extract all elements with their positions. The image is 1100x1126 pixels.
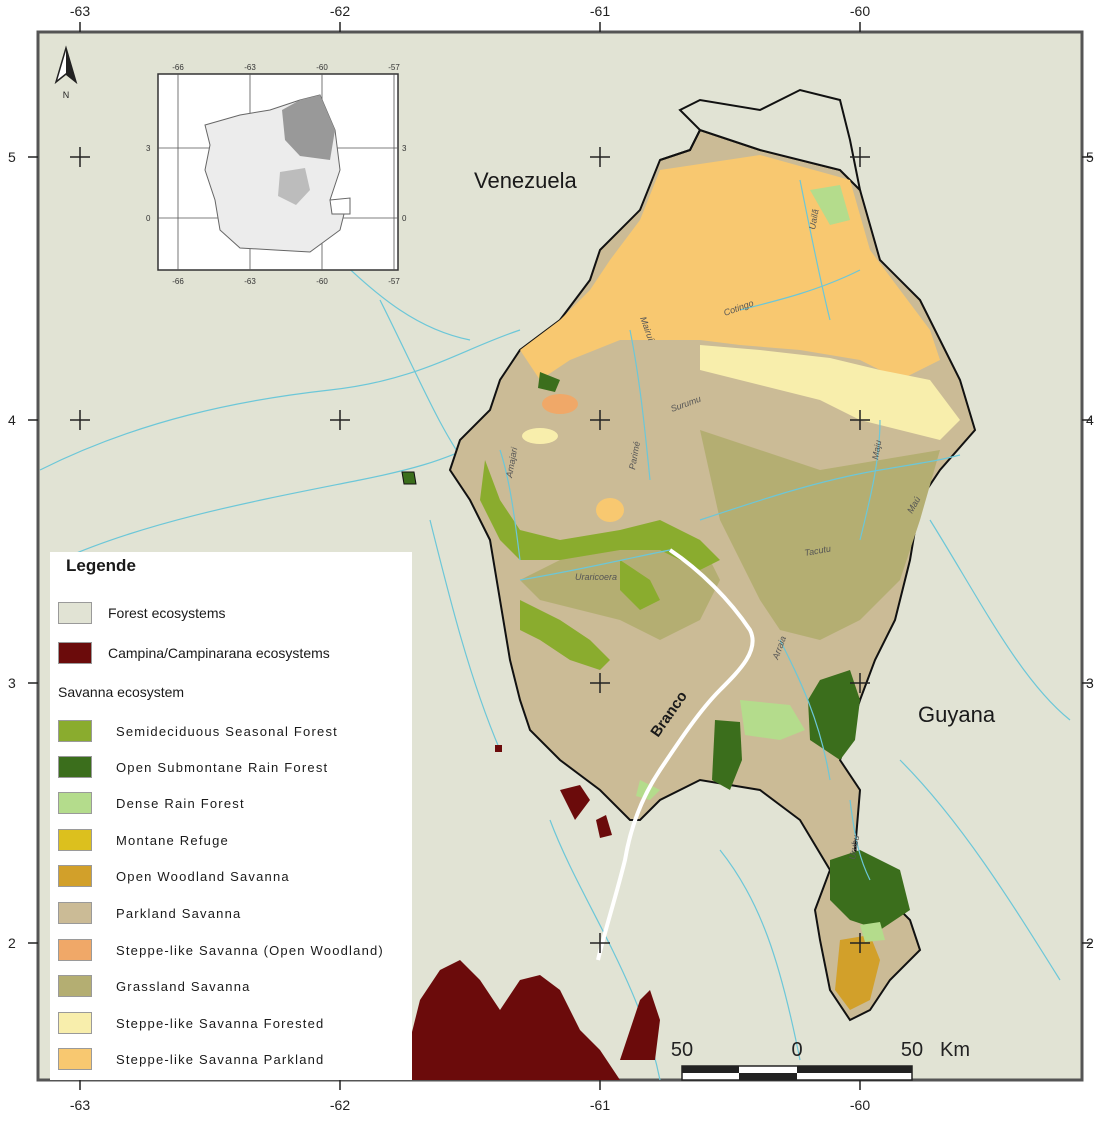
legend-swatch <box>58 792 92 814</box>
label-uaila: Uailã <box>807 208 820 230</box>
legend-swatch <box>58 1012 92 1034</box>
legend-swatch <box>58 902 92 924</box>
legend-item-open-woodland: Open Woodland Savanna <box>58 863 290 889</box>
river-labels: Uraricoera Tacutu Surumu Cotingo Uailã M… <box>504 208 923 860</box>
scale-unit: Km <box>940 1039 970 1061</box>
legend-label: Grassland Savanna <box>116 978 251 994</box>
inset-left-1: 0 <box>146 214 151 223</box>
bottom-tick-2: -61 <box>590 1097 610 1113</box>
right-tick-2: 3 <box>1086 675 1094 691</box>
label-maju: Maju <box>870 439 883 460</box>
label-urubu: Urubu <box>847 834 861 860</box>
legend-item-forest: Forest ecosystems <box>58 600 225 626</box>
legend-swatch <box>58 939 92 961</box>
legend-label: Forest ecosystems <box>108 605 226 621</box>
legend-item-campina: Campina/Campinarana ecosystems <box>58 640 330 666</box>
left-tick-1: 4 <box>8 412 16 428</box>
legend-item-dense: Dense Rain Forest <box>58 790 245 816</box>
legend-label: Semideciduous Seasonal Forest <box>116 723 338 739</box>
open-woodland-region <box>835 935 880 1010</box>
legend-swatch <box>58 865 92 887</box>
legend-item-steppe-open-woodland: Steppe-like Savanna (Open Woodland) <box>58 937 384 963</box>
legend-label: Montane Refuge <box>116 832 229 848</box>
label-parime: Parimé <box>627 441 642 471</box>
legend-label: Parkland Savanna <box>116 905 242 921</box>
branco-river-channel <box>596 548 755 961</box>
legend-label: Steppe-like Savanna Forested <box>116 1015 325 1031</box>
label-uraricoera: Uraricoera <box>575 572 617 582</box>
frame-ticks <box>28 22 1092 1090</box>
label-tacutu: Tacutu <box>804 543 832 557</box>
inset-bottom-2: -60 <box>316 277 328 286</box>
left-tick-3: 2 <box>8 935 16 951</box>
legend-item-montane: Montane Refuge <box>58 827 229 853</box>
inset-bottom-0: -66 <box>172 277 184 286</box>
legend-label: Dense Rain Forest <box>116 795 245 811</box>
bottom-tick-0: -63 <box>70 1097 90 1113</box>
left-tick-0: 5 <box>8 149 16 165</box>
graticule-crosses <box>70 147 870 953</box>
right-tick-0: 5 <box>1086 149 1094 165</box>
legend-swatch <box>58 1048 92 1070</box>
scale-left: 50 <box>671 1039 693 1061</box>
legend-swatch <box>58 602 92 624</box>
legend-swatch <box>58 720 92 742</box>
semideciduous-forest-strip <box>480 460 720 570</box>
legend-label: Campina/Campinarana ecosystems <box>108 645 330 661</box>
legend-item-steppe-forested: Steppe-like Savanna Forested <box>58 1010 324 1036</box>
inset-study-area <box>282 95 335 160</box>
legend-swatch <box>58 975 92 997</box>
scale-right: 50 <box>901 1039 923 1061</box>
legend-item-steppe-parkland: Steppe-like Savanna Parkland <box>58 1046 325 1072</box>
legend-swatch <box>58 642 92 664</box>
legend-item-semideciduous: Semideciduous Seasonal Forest <box>58 718 338 744</box>
top-tick-2: -61 <box>590 3 610 19</box>
legend-panel: Legende Forest ecosystems Campina/Campin… <box>50 552 412 1080</box>
inset-bottom-3: -57 <box>388 277 400 286</box>
scale-mid: 0 <box>791 1039 802 1061</box>
legend-item-submontane: Open Submontane Rain Forest <box>58 754 328 780</box>
interior-rivers <box>499 179 961 881</box>
inset-right-1: 0 <box>402 214 407 223</box>
north-forest-area <box>659 88 862 194</box>
legend-swatch <box>58 829 92 851</box>
bottom-tick-1: -62 <box>330 1097 350 1113</box>
right-tick-1: 4 <box>1086 412 1094 428</box>
submontane-forest-south <box>830 850 910 930</box>
inset-right-0: 3 <box>402 144 407 153</box>
legend-subtitle: Savanna ecosystem <box>58 684 185 700</box>
scale-bar: 50 0 50 Km <box>671 1039 970 1081</box>
top-tick-3: -60 <box>850 3 870 19</box>
legend-title: Legende <box>66 556 136 575</box>
top-tick-1: -62 <box>330 3 350 19</box>
inset-top-1: -63 <box>244 63 256 72</box>
north-label: N <box>63 90 70 100</box>
legend-label: Steppe-like Savanna (Open Woodland) <box>116 942 384 958</box>
legend-swatch <box>58 756 92 778</box>
legend-label: Steppe-like Savanna Parkland <box>116 1051 325 1067</box>
inset-left-0: 3 <box>146 144 151 153</box>
left-tick-2: 3 <box>8 675 16 691</box>
inset-map: -66 -63 -60 -57 -66 -63 -60 -57 3 0 3 0 <box>146 63 407 286</box>
country-label-venezuela: Venezuela <box>474 168 577 193</box>
legend-label: Open Submontane Rain Forest <box>116 759 329 775</box>
legend-item-grassland: Grassland Savanna <box>58 973 251 999</box>
inset-top-0: -66 <box>172 63 184 72</box>
steppe-forested-region <box>700 345 960 440</box>
legend-item-parkland: Parkland Savanna <box>58 900 241 926</box>
grassland-region-east <box>700 430 940 640</box>
country-label-guyana: Guyana <box>918 702 996 727</box>
campina-patch-south <box>400 960 620 1080</box>
top-tick-0: -63 <box>70 3 90 19</box>
north-arrow-icon <box>54 45 78 85</box>
dense-forest-region <box>740 700 805 740</box>
inset-top-3: -57 <box>388 63 400 72</box>
legend-label: Open Woodland Savanna <box>116 868 290 884</box>
inset-bottom-1: -63 <box>244 277 256 286</box>
bottom-tick-3: -60 <box>850 1097 870 1113</box>
right-tick-3: 2 <box>1086 935 1094 951</box>
inset-top-2: -60 <box>316 63 328 72</box>
